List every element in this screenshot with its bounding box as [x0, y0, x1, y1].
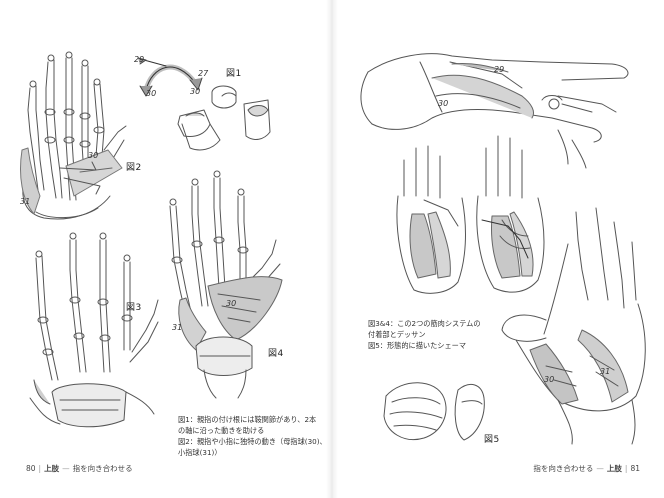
left-footer: 80|上肢—指を向き合わせる	[26, 463, 133, 474]
side-view-hand	[360, 53, 629, 169]
figure-5-schema	[383, 382, 485, 441]
book-gutter	[326, 0, 338, 498]
palm-muscle-drawings	[396, 135, 545, 294]
number-29: 29	[134, 55, 144, 64]
figure-2-label: 図2	[126, 163, 142, 173]
number-30: 30	[438, 99, 448, 108]
section-name: 上肢	[606, 464, 622, 473]
section-name: 上肢	[44, 464, 60, 473]
figure-1-label: 図1	[226, 69, 242, 79]
page-number: 81	[630, 464, 640, 473]
number-31: 31	[20, 197, 30, 206]
figure-5-label: 図5	[484, 435, 500, 445]
footer-separator: |	[624, 464, 628, 473]
large-hand-muscles	[501, 207, 646, 445]
chapter-title: 指を向き合わせる	[72, 464, 133, 473]
caption-line: 図1：親指の付け根には鞍関節があり、2本	[178, 415, 317, 424]
right-page-illustrations: 29 30 30 31	[360, 53, 646, 445]
caption-line: 図2：親指や小指に独特の動き（母指球(30)、	[178, 437, 327, 446]
caption-line: 小指球(31)）	[178, 448, 222, 457]
caption-line: 図5：形態的に描いたシェーマ	[368, 341, 467, 350]
number-30: 30	[226, 299, 236, 308]
figure-3-hand-skeleton	[29, 232, 159, 428]
number-30: 30	[88, 151, 98, 160]
chapter-title: 指を向き合わせる	[533, 464, 594, 473]
left-caption: 図1：親指の付け根には鞍関節があり、2本 の軸に沿った動きを助ける 図2：親指や…	[178, 414, 327, 458]
caption-line: の軸に沿った動きを助ける	[178, 426, 265, 435]
number-30: 30	[190, 87, 200, 96]
number-31: 31	[600, 367, 610, 376]
right-caption: 図3&4：この2つの筋肉システムの 付着部とデッサン 図5：形態的に描いたシェー…	[368, 318, 481, 351]
footer-dash: —	[62, 464, 70, 473]
figure-2-hand-skeleton	[20, 51, 127, 220]
caption-line: 図3&4：この2つの筋肉システムの	[368, 319, 481, 328]
right-footer: 指を向き合わせる—上肢|81	[533, 463, 640, 474]
right-page: 29 30 30 31 図3&4：この2つの筋肉システムの 付着部とデッサン 図…	[332, 0, 664, 498]
number-31: 31	[172, 323, 182, 332]
figure-1-saddle-joint	[137, 57, 271, 151]
figure-4-hand-muscles	[169, 170, 283, 399]
footer-separator: |	[38, 464, 42, 473]
number-27: 27	[198, 69, 209, 78]
right-arrow-numbers: 29 30 30 31	[438, 65, 610, 384]
page-number: 80	[26, 464, 36, 473]
number-30: 30	[544, 375, 554, 384]
footer-dash: —	[596, 464, 604, 473]
left-page-illustrations: 29 27 30 30 30 31 30 31	[20, 51, 283, 428]
caption-line: 付着部とデッサン	[368, 330, 426, 339]
number-29: 29	[494, 65, 504, 74]
left-page: 29 27 30 30 30 31 30 31 図1 図2 図3 図4 図1：親…	[20, 51, 327, 474]
left-arrow-numbers: 29 27 30 30 30 31 30 31	[20, 55, 236, 332]
figure-3-label: 図3	[126, 303, 142, 313]
figure-4-label: 図4	[268, 349, 284, 359]
number-30: 30	[146, 89, 156, 98]
